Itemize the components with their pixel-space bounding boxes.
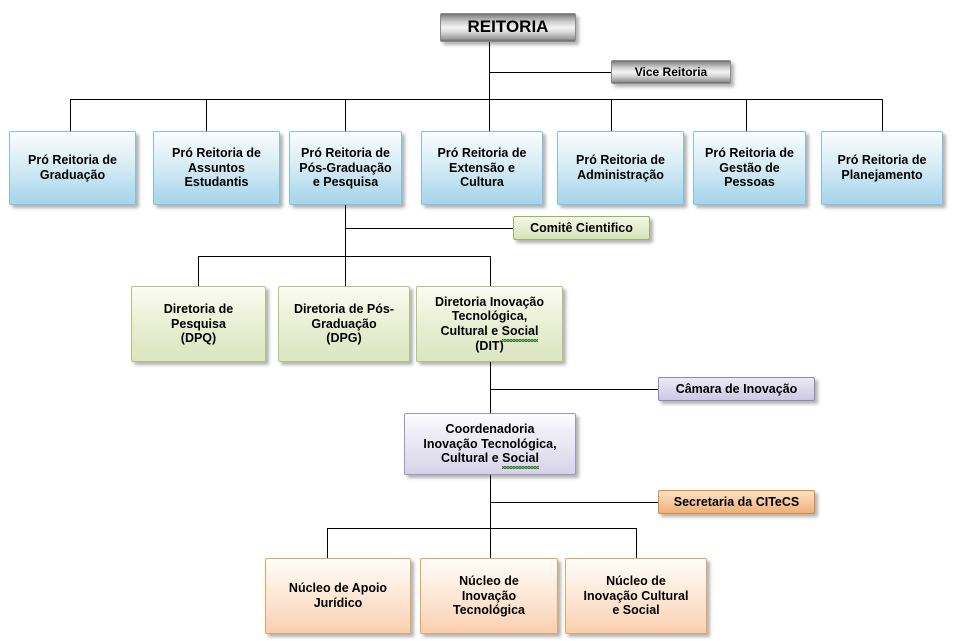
node-comite-cientifico[interactable]: Comitê Cientifico	[513, 216, 650, 240]
node-camara-inovacao[interactable]: Câmara de Inovação	[658, 377, 815, 401]
node-diretoria-pos-graduacao-label: Diretoria de Pós- Graduação (DPG)	[293, 301, 395, 346]
node-nucleo-inovacao-cultural-social[interactable]: Núcleo de Inovação Cultural e Social	[565, 558, 707, 634]
connector-drop-nucleo-3	[636, 528, 637, 558]
node-nucleo-inovacao-tecnologica-label: Núcleo de Inovação Tecnológica	[452, 573, 525, 618]
connector-pro-reitorias-bus	[70, 99, 882, 100]
node-pro-reitoria-graduacao-label: Pró Reitoria de Graduação	[28, 153, 117, 182]
dit-line-3-prefix: Cultural e	[440, 324, 502, 338]
connector-camara-inovacao	[490, 389, 658, 390]
connector-drop-pro-4	[489, 99, 490, 131]
node-pro-reitoria-administracao-label: Pró Reitoria de Administração	[576, 153, 665, 182]
connector-drop-pro-7	[882, 99, 883, 131]
node-pro-reitoria-pos-graduacao-pesquisa[interactable]: Pró Reitoria de Pós-Graduação e Pesquisa	[289, 131, 402, 205]
connector-nucleos-bus	[327, 528, 637, 529]
connector-drop-diretoria-3	[490, 256, 491, 286]
node-pro-reitoria-extensao-cultura[interactable]: Pró Reitoria de Extensão e Cultura	[421, 131, 543, 205]
connector-drop-diretoria-1	[198, 256, 199, 286]
node-reitoria-label: REITORIA	[467, 17, 549, 37]
connector-drop-pro-6	[746, 99, 747, 131]
node-pro-reitoria-planejamento[interactable]: Pró Reitoria de Planejamento	[821, 131, 943, 205]
node-vice-reitoria-label: Vice Reitoria	[634, 64, 708, 79]
node-pro-reitoria-extensao-cultura-label: Pró Reitoria de Extensão e Cultura	[437, 145, 527, 190]
connector-vice-reitoria	[489, 72, 611, 73]
connector-drop-nucleo-1	[327, 528, 328, 558]
connector-dit-spine	[490, 362, 491, 413]
coordenadoria-line-3-prefix: Cultural e	[441, 451, 503, 466]
node-nucleo-apoio-juridico-label: Núcleo de Apoio Jurídico	[288, 581, 388, 610]
connector-drop-nucleo-2	[490, 528, 491, 558]
node-diretoria-pesquisa-label: Diretoria de Pesquisa (DPQ)	[163, 301, 234, 346]
connector-drop-pro-3	[345, 99, 346, 131]
node-comite-cientifico-label: Comitê Cientifico	[530, 220, 633, 235]
coordenadoria-line-3-flagged-word: Social	[502, 451, 539, 469]
node-pro-reitoria-administracao[interactable]: Pró Reitoria de Administração	[557, 131, 684, 205]
node-pro-reitoria-planejamento-label: Pró Reitoria de Planejamento	[837, 153, 927, 182]
node-pro-reitoria-assuntos-estudantis[interactable]: Pró Reitoria de Assuntos Estudantis	[153, 131, 280, 205]
node-nucleo-inovacao-cultural-social-label: Núcleo de Inovação Cultural e Social	[583, 573, 689, 618]
node-secretaria-citecs[interactable]: Secretaria da CITeCS	[658, 490, 815, 514]
connector-diretorias-bus	[198, 256, 491, 257]
node-pro-reitoria-pos-graduacao-pesquisa-label: Pró Reitoria de Pós-Graduação e Pesquisa	[299, 145, 392, 190]
connector-comite-cientifico	[345, 228, 513, 229]
connector-coordenadoria-spine	[490, 475, 491, 528]
connector-drop-pro-1	[70, 99, 71, 131]
node-pro-reitoria-gestao-pessoas-label: Pró Reitoria de Gestão de Pessoas	[705, 145, 794, 190]
connector-drop-pro-2	[206, 99, 207, 131]
connector-reitoria-spine	[489, 42, 490, 99]
dit-line-2: Tecnológica,	[451, 309, 528, 324]
connector-drop-pro-5	[611, 99, 612, 131]
dit-line-4: (DIT)	[475, 338, 504, 353]
node-camara-inovacao-label: Câmara de Inovação	[675, 381, 798, 396]
connector-secretaria-citecs	[490, 502, 658, 503]
connector-pos-graduacao-spine	[345, 205, 346, 256]
node-nucleo-inovacao-tecnologica[interactable]: Núcleo de Inovação Tecnológica	[420, 558, 558, 634]
node-diretoria-pos-graduacao[interactable]: Diretoria de Pós- Graduação (DPG)	[278, 286, 410, 362]
node-pro-reitoria-assuntos-estudantis-label: Pró Reitoria de Assuntos Estudantis	[172, 145, 261, 190]
coordenadoria-line-1: Coordenadoria	[445, 421, 535, 436]
node-pro-reitoria-graduacao[interactable]: Pró Reitoria de Graduação	[9, 131, 136, 205]
dit-line-3-flagged-word: Social	[501, 324, 539, 342]
dit-line-1: Diretoria Inovação	[434, 294, 545, 309]
node-secretaria-citecs-label: Secretaria da CITeCS	[673, 494, 800, 509]
coordenadoria-line-2: Inovação Tecnológica,	[423, 436, 557, 451]
node-reitoria[interactable]: REITORIA	[440, 13, 576, 42]
node-pro-reitoria-gestao-pessoas[interactable]: Pró Reitoria de Gestão de Pessoas	[693, 131, 806, 205]
connector-drop-diretoria-2	[345, 256, 346, 286]
node-vice-reitoria[interactable]: Vice Reitoria	[611, 60, 731, 84]
node-diretoria-pesquisa[interactable]: Diretoria de Pesquisa (DPQ)	[131, 286, 266, 362]
node-nucleo-apoio-juridico[interactable]: Núcleo de Apoio Jurídico	[265, 558, 411, 634]
